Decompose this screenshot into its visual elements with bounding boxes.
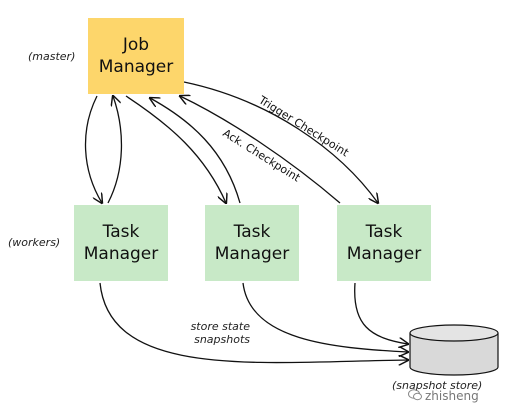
edge-tm2-to-store [242, 282, 408, 352]
master-role-label: (master) [28, 50, 76, 63]
job-manager-node: Job Manager [88, 18, 184, 94]
task-manager-node-2: Task Manager [205, 205, 299, 281]
edge-tm3-to-store [354, 282, 408, 344]
edge-ack-checkpoint [180, 96, 341, 204]
snapshot-store-cylinder [409, 324, 499, 376]
watermark-text: zhisheng [425, 389, 479, 403]
edge-tm1-to-jm [107, 96, 123, 204]
task-manager-node-1: Task Manager [74, 205, 168, 281]
edge-jm-to-tm1 [84, 95, 102, 203]
edge-tm2-to-jm [150, 98, 241, 204]
edge-tm1-to-store [99, 282, 408, 363]
snapshot-store-label: (snapshot store) [392, 379, 483, 392]
task-manager-node-3: Task Manager [337, 205, 431, 281]
edge-trigger-checkpoint [183, 81, 378, 203]
store-state-label: store state snapshots [190, 320, 250, 346]
edge-jm-to-tm2 [125, 95, 226, 203]
chat-bubble-icon [408, 389, 422, 401]
ack-checkpoint-label: Ack. Checkpoint [220, 127, 303, 185]
workers-role-label: (workers) [8, 236, 61, 249]
